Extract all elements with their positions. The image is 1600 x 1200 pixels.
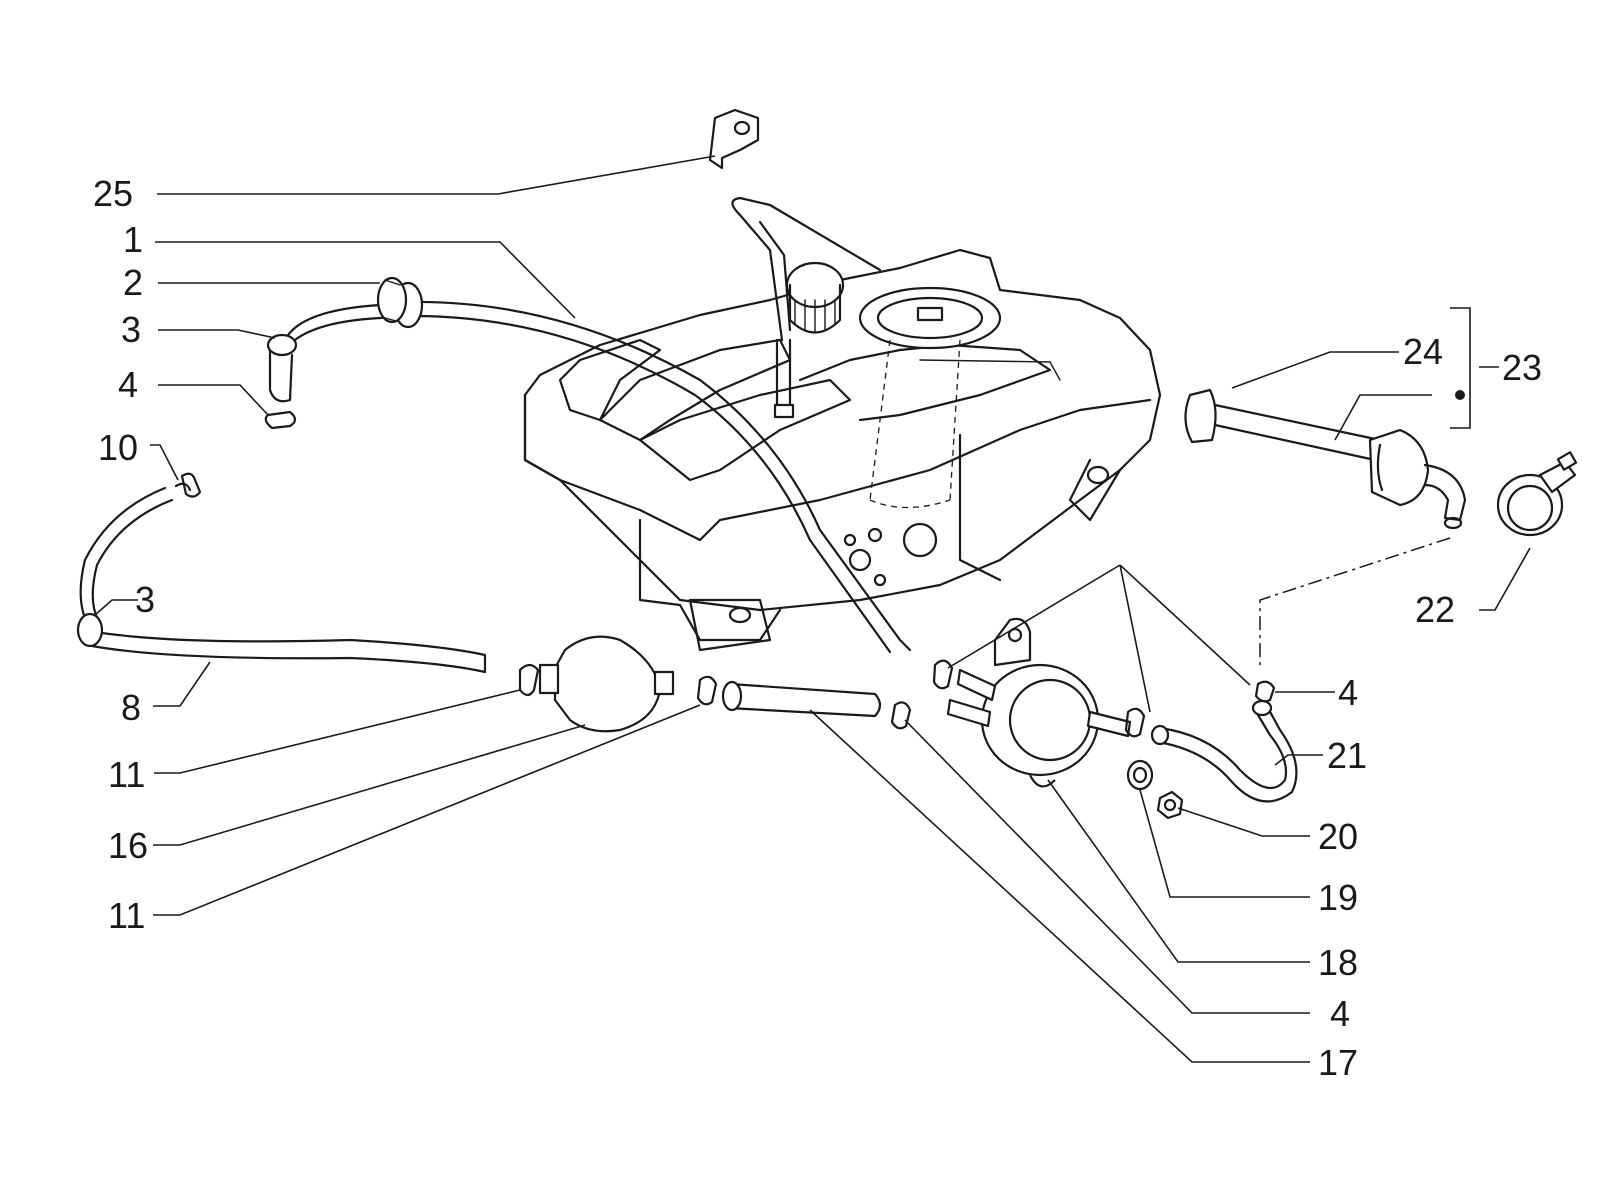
label-20: 20 (1318, 816, 1358, 857)
hose-clamp (1496, 451, 1578, 537)
label-21: 21 (1327, 735, 1367, 776)
label-1: 1 (123, 219, 143, 260)
label-25: 25 (93, 173, 133, 214)
washer-and-nut (1126, 759, 1184, 820)
label-10: 10 (98, 427, 138, 468)
label-16: 16 (108, 825, 148, 866)
clip-25 (708, 108, 760, 170)
label-19: 19 (1318, 877, 1358, 918)
label-11-upper: 11 (108, 754, 145, 795)
upper-hose-assembly (264, 276, 912, 654)
label-8: 8 (121, 687, 141, 728)
fuel-tank (523, 196, 1162, 652)
label-23: 23 (1502, 347, 1542, 388)
hose-21 (1150, 699, 1298, 803)
left-hose-assembly (76, 472, 487, 674)
label-17: 17 (1318, 1042, 1358, 1083)
label-11-lower: 11 (108, 895, 145, 936)
label-3-top: 3 (121, 309, 141, 350)
hose-17 (721, 680, 882, 718)
label-22: 22 (1415, 589, 1455, 630)
fuel-filter (518, 635, 718, 733)
label-18: 18 (1318, 942, 1358, 983)
label-24: 24 (1403, 331, 1443, 372)
label-4-bottom: 4 (1330, 993, 1350, 1034)
label-4-right: 4 (1338, 672, 1358, 713)
leader-lines (94, 155, 1531, 1063)
bracket-dot (1455, 390, 1465, 400)
label-4-top: 4 (118, 364, 138, 405)
fuel-pump (946, 617, 1132, 788)
connection-line (1259, 537, 1451, 670)
label-3-left: 3 (135, 579, 155, 620)
label-2: 2 (123, 262, 143, 303)
hose-filter-23-24 (1184, 388, 1467, 530)
small-clips (890, 659, 1276, 738)
